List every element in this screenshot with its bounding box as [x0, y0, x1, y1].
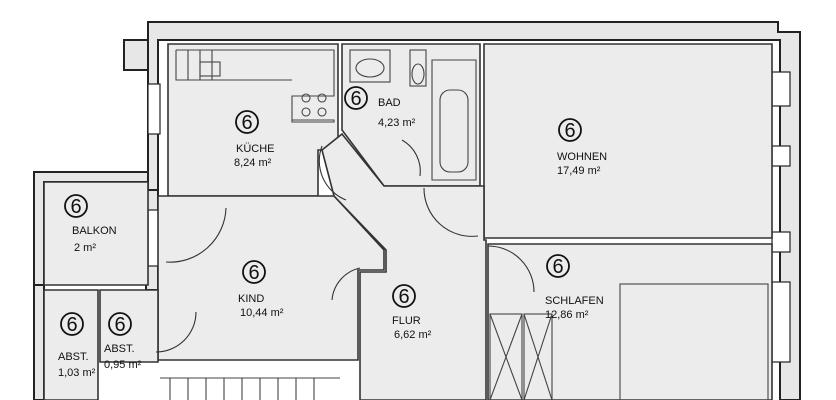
- svg-text:6: 6: [248, 262, 259, 284]
- wardrobe: [489, 313, 553, 400]
- marker-schlafen: 6: [546, 254, 570, 278]
- label-kind-name: KIND: [238, 293, 264, 305]
- kitchen-counter: [175, 49, 335, 123]
- marker-flur: 6: [392, 284, 416, 308]
- room-schlafen: [487, 243, 773, 400]
- svg-text:6: 6: [70, 196, 81, 218]
- label-abst1-area: 1,03 m²: [58, 367, 96, 379]
- room-balkon: [43, 181, 149, 286]
- svg-text:6: 6: [66, 314, 77, 336]
- room-flur: [321, 132, 487, 400]
- label-balkon-name: BALKON: [72, 225, 117, 237]
- label-schlafen-name: SCHLAFEN: [545, 295, 604, 307]
- marker-balkon: 6: [64, 194, 88, 218]
- svg-text:6: 6: [241, 112, 252, 134]
- label-abst2-name: ABST.: [104, 343, 135, 355]
- label-kind-area: 10,44 m²: [240, 307, 284, 319]
- svg-text:6: 6: [564, 120, 575, 142]
- room-kind: [157, 195, 385, 361]
- marker-kueche: 6: [235, 110, 259, 134]
- svg-text:6: 6: [552, 256, 563, 278]
- marker-abst2: 6: [108, 312, 132, 336]
- label-abst2-area: 0,95 m²: [104, 359, 142, 371]
- room-abst1: [43, 289, 99, 400]
- label-kueche-area: 8,24 m²: [234, 157, 272, 169]
- label-wohnen-name: WOHNEN: [557, 151, 607, 163]
- room-wohnen: [483, 43, 773, 239]
- svg-text:6: 6: [398, 286, 409, 308]
- label-flur-name: FLUR: [392, 315, 421, 327]
- svg-text:6: 6: [114, 314, 125, 336]
- bed: [619, 283, 769, 400]
- marker-abst1: 6: [60, 312, 84, 336]
- label-balkon-area: 2 m²: [74, 242, 96, 254]
- outer-walls: [33, 21, 801, 400]
- label-flur-area: 6,62 m²: [394, 329, 432, 341]
- label-abst1-name: ABST.: [58, 351, 89, 363]
- label-kueche-name: KÜCHE: [236, 143, 275, 155]
- room-abst2: [99, 289, 159, 363]
- label-bad-area: 4,23 m²: [378, 117, 416, 129]
- doors: [155, 139, 535, 353]
- label-wohnen-area: 17,49 m²: [557, 165, 601, 177]
- bathroom-fixtures: [349, 49, 477, 181]
- marker-kind: 6: [242, 260, 266, 284]
- label-schlafen-area: 12,86 m²: [545, 309, 589, 321]
- label-bad-name: BAD: [378, 97, 401, 109]
- marker-bad: 6: [344, 86, 368, 110]
- staircase: [160, 377, 340, 400]
- marker-wohnen: 6: [558, 118, 582, 142]
- svg-text:6: 6: [350, 88, 361, 110]
